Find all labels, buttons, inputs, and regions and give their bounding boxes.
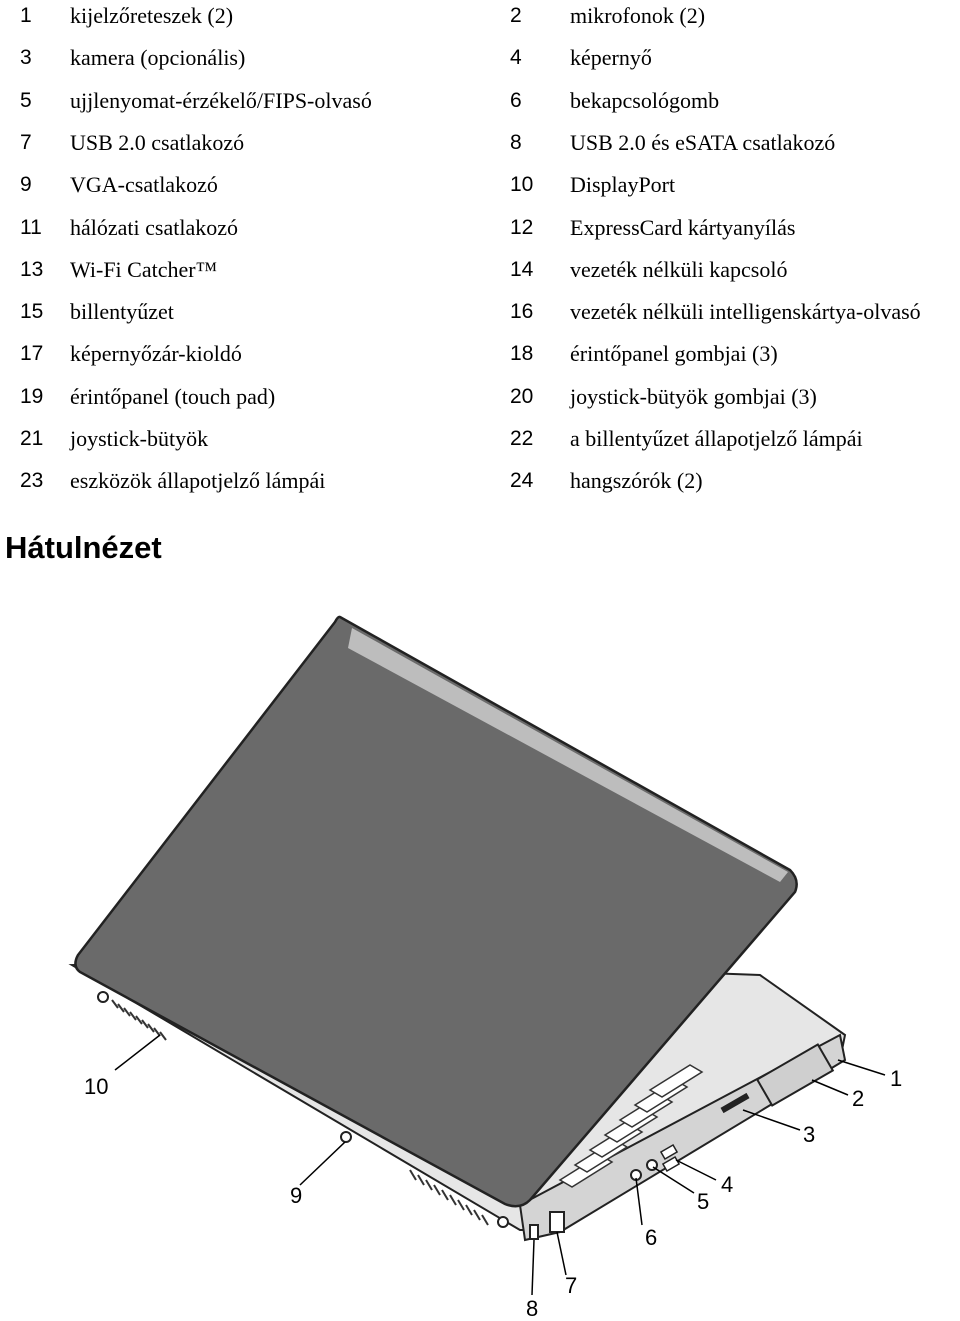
callout-9: 9 xyxy=(290,1183,302,1208)
legend-label: mikrofonok (2) xyxy=(570,3,706,28)
legend-number: 8 xyxy=(510,130,522,154)
callout-5: 5 xyxy=(697,1189,709,1214)
legend-number: 20 xyxy=(510,384,534,408)
displayport-circle xyxy=(97,991,109,1003)
legend-number: 21 xyxy=(20,427,44,450)
callout-3: 3 xyxy=(803,1122,815,1147)
legend-row: 7 USB 2.0 csatlakozó 8 USB 2.0 és eSATA csa… xyxy=(0,129,960,171)
legend-number: 4 xyxy=(510,46,522,70)
network-port-7 xyxy=(549,1211,565,1233)
legend-label: a billentyűzet állapotjelző lámpái xyxy=(570,426,863,451)
screw-right xyxy=(497,1216,509,1228)
optical-drive xyxy=(755,1043,835,1107)
legend-number: 16 xyxy=(510,300,534,324)
callout-lines xyxy=(114,1034,886,1296)
legend-row: 13 Wi-Fi Catcher™ 14 vezeték nélküli kapcso… xyxy=(0,256,960,298)
legend-label: vezeték nélküli intelligenskártya-olvasó xyxy=(570,299,921,325)
legend-number: 23 xyxy=(20,469,44,493)
legend-number: 12 xyxy=(510,215,534,239)
legend-number: 3 xyxy=(20,46,32,70)
callout-2: 2 xyxy=(852,1086,864,1111)
legend-number: 24 xyxy=(510,469,534,493)
legend-row: 5 ujjlenyomat-érzékelő/FIPS-olvasó 6 bekapc… xyxy=(0,87,960,129)
legend-label: bekapcsológomb xyxy=(570,87,720,113)
legend-label: Wi-Fi Catcher™ xyxy=(70,256,218,282)
legend-row: 1 kijelzőreteszek (2) 2 mikrofonok (2) xyxy=(0,2,960,44)
legend-label: joystick-bütyök xyxy=(70,426,209,451)
legend-label: érintőpanel gombjai (3) xyxy=(570,341,778,367)
legend-number: 17 xyxy=(20,342,44,366)
callout-8: 8 xyxy=(526,1296,538,1321)
callout-7: 7 xyxy=(565,1273,577,1298)
legend-label: billentyűzet xyxy=(70,299,174,325)
legend-row: 15 billentyűzet 16 vezeték nélküli intellig… xyxy=(0,298,960,340)
legend-row: 3 kamera (opcionális) 4 képernyő xyxy=(0,44,960,86)
section-heading: Hátulnézet xyxy=(5,530,162,565)
legend-number: 9 xyxy=(20,173,32,197)
legend-row: 21 joystick-bütyök 22 a billentyűzet állapo… xyxy=(0,425,960,467)
legend-number: 6 xyxy=(510,88,522,112)
callout-4: 4 xyxy=(721,1172,733,1197)
legend-row: 11 hálózati csatlakozó 12 ExpressCard kárty… xyxy=(0,214,960,256)
legend-number: 7 xyxy=(20,130,32,154)
callout-6: 6 xyxy=(645,1225,657,1250)
legend-number: 10 xyxy=(510,173,534,197)
callout-10: 10 xyxy=(84,1074,108,1099)
legend-label: kamera (opcionális) xyxy=(70,45,246,71)
legend-label: joystick-bütyök gombjai (3) xyxy=(570,383,817,409)
legend-number: 14 xyxy=(510,257,534,281)
legend-number: 22 xyxy=(510,427,534,450)
usb-port-4 xyxy=(659,1144,679,1160)
legend-number: 5 xyxy=(20,88,32,112)
card-slot-3 xyxy=(720,1092,750,1114)
legend-number: 15 xyxy=(20,300,44,324)
legend-label: VGA-csatlakozó xyxy=(70,172,218,198)
legend-label: hálózati csatlakozó xyxy=(70,214,238,240)
legend-label: DisplayPort xyxy=(570,172,676,198)
bottom-vent-grille xyxy=(409,1169,489,1226)
legend-label: vezeték nélküli kapcsoló xyxy=(570,256,788,282)
legend-number: 2 xyxy=(510,4,522,27)
legend-label: ujjlenyomat-érzékelő/FIPS-olvasó xyxy=(70,87,372,113)
laptop-lid xyxy=(74,615,798,1208)
legend-label: képernyő xyxy=(570,45,652,71)
legend-number: 13 xyxy=(20,257,44,281)
laptop-back-view-illustration: 1 2 3 4 5 6 7 8 9 10 xyxy=(68,615,902,1321)
legend-label: kijelzőreteszek (2) xyxy=(70,3,234,28)
callout-1: 1 xyxy=(890,1066,902,1091)
legend-row: 19 érintőpanel (touch pad) 20 joystick-büty… xyxy=(0,383,960,425)
legend-label: USB 2.0 csatlakozó xyxy=(70,129,245,155)
legend-number: 11 xyxy=(20,215,42,239)
power-jack xyxy=(340,1131,352,1143)
left-vent-grille xyxy=(111,999,167,1041)
keyboard-keys xyxy=(558,1064,704,1188)
legend-label: eszközök állapotjelző lámpái xyxy=(70,468,326,494)
lid-highlight xyxy=(348,628,788,882)
legend-label: USB 2.0 és eSATA csatlakozó xyxy=(570,129,836,155)
security-slot-8 xyxy=(529,1224,539,1240)
legend-row: 9 VGA-csatlakozó 10 DisplayPort xyxy=(0,171,960,213)
legend-number: 19 xyxy=(20,384,44,408)
legend-label: érintőpanel (touch pad) xyxy=(70,383,276,409)
legend-number: 1 xyxy=(20,4,32,27)
legend-label: képernyőzár-kioldó xyxy=(70,341,242,367)
legend-row: 17 képernyőzár-kioldó 18 érintőpanel gombja… xyxy=(0,340,960,382)
legend-number: 18 xyxy=(510,342,534,366)
legend-label: hangszórók (2) xyxy=(570,468,703,494)
legend-label: ExpressCard kártyanyílás xyxy=(570,214,796,240)
legend-row: 23 eszközök állapotjelző lámpái 24 hangszór… xyxy=(0,467,960,509)
